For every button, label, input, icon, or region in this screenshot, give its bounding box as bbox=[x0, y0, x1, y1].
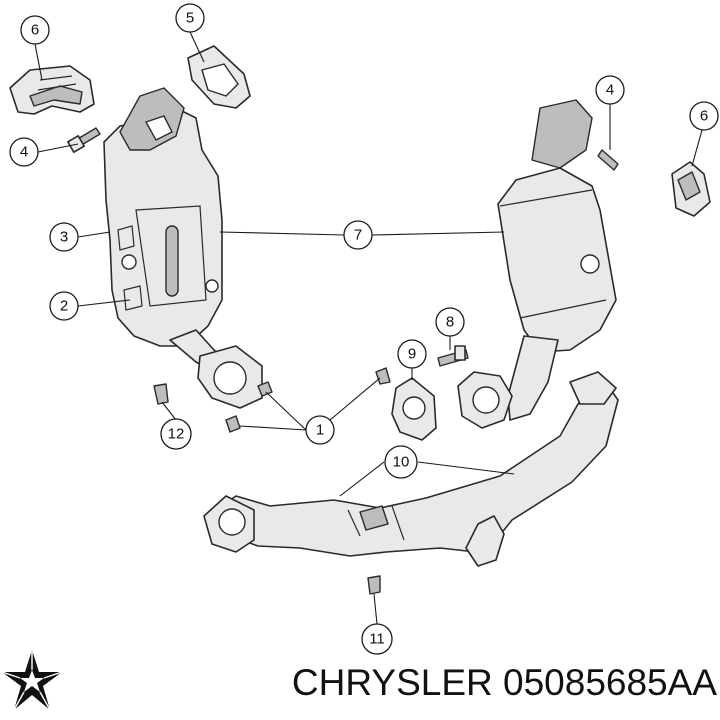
callout-6-left: 6 bbox=[20, 15, 50, 45]
callout-3: 3 bbox=[49, 222, 79, 252]
callout-6-right: 6 bbox=[689, 101, 719, 131]
flange-gasket bbox=[391, 377, 437, 441]
callout-2: 2 bbox=[49, 291, 79, 321]
callout-8: 8 bbox=[435, 307, 465, 337]
callout-1: 1 bbox=[305, 415, 335, 445]
callout-4-left: 4 bbox=[9, 137, 39, 167]
callout-12-label: 12 bbox=[168, 426, 185, 443]
part-number-caption: CHRYSLER 05085685AA bbox=[291, 662, 717, 703]
callout-8-label: 8 bbox=[446, 314, 454, 331]
bolt-lower-left bbox=[153, 383, 169, 405]
callout-5: 5 bbox=[175, 3, 205, 33]
callout-12: 12 bbox=[160, 418, 192, 450]
callout-6-right-label: 6 bbox=[700, 108, 708, 125]
callout-7: 7 bbox=[343, 220, 373, 250]
callout-10: 10 bbox=[384, 445, 418, 479]
stud-bolt bbox=[437, 345, 469, 367]
callout-5-label: 5 bbox=[186, 10, 194, 27]
bolt-left bbox=[67, 127, 101, 153]
callout-4-right: 4 bbox=[595, 75, 625, 105]
callout-11-label: 11 bbox=[369, 631, 385, 648]
callout-2-label: 2 bbox=[60, 298, 68, 315]
y-pipe bbox=[203, 371, 619, 567]
heat-shield-bracket-right bbox=[671, 161, 711, 217]
callout-9: 9 bbox=[397, 339, 427, 369]
bolt-bottom bbox=[367, 575, 381, 595]
pentastar-icon bbox=[1, 650, 63, 711]
callout-11: 11 bbox=[361, 623, 393, 655]
callout-7-label: 7 bbox=[354, 227, 362, 244]
heat-shield-bracket-left bbox=[9, 65, 95, 115]
manifold-gasket bbox=[187, 45, 251, 109]
callout-4-left-label: 4 bbox=[20, 144, 28, 161]
callout-10-label: 10 bbox=[393, 454, 410, 471]
catalytic-converter-left bbox=[103, 87, 263, 409]
flange-nuts bbox=[225, 367, 391, 433]
callout-9-label: 9 bbox=[408, 346, 416, 363]
bolt-right bbox=[597, 149, 619, 171]
leader-lines bbox=[34, 31, 703, 625]
callout-6-left-label: 6 bbox=[31, 22, 39, 39]
catalytic-converter-right bbox=[457, 99, 617, 429]
callout-1-label: 1 bbox=[316, 422, 324, 439]
callout-3-label: 3 bbox=[60, 229, 68, 246]
callout-4-right-label: 4 bbox=[606, 82, 614, 99]
